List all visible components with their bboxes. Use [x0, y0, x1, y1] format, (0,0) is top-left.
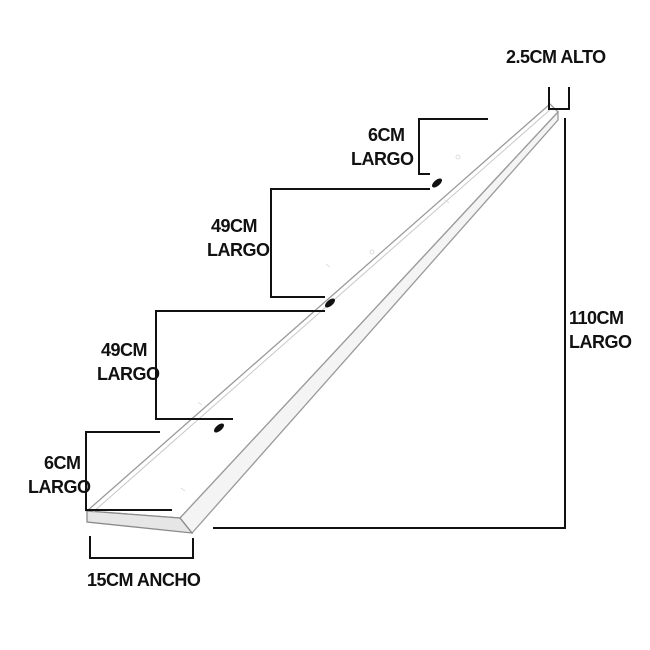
board-end-face: [86, 510, 194, 534]
wooden-board: [85, 103, 559, 535]
upper-middle-bracket: [270, 188, 430, 298]
lower-middle-value: 49CM: [101, 340, 147, 360]
mounting-holes: [214, 178, 442, 433]
total-length-value: 110CM: [569, 308, 624, 328]
board-front-side: [179, 110, 559, 535]
height-bracket: [548, 87, 570, 110]
board-marks: [180, 154, 461, 492]
top-segment-unit: LARGO: [351, 149, 414, 169]
upper-middle-unit: LARGO: [207, 240, 270, 260]
height-label: 2.5CM ALTO: [506, 47, 606, 67]
dimension-labels: 2.5CM ALTO 6CM LARGO 49CM LARGO 49CM LAR…: [28, 47, 632, 590]
width-label: 15CM ANCHO: [87, 570, 201, 590]
lower-middle-unit: LARGO: [97, 364, 160, 384]
upper-middle-value: 49CM: [211, 216, 257, 236]
top-segment-value: 6CM: [368, 125, 405, 145]
bottom-segment-bracket: [85, 431, 172, 511]
width-bracket: [89, 536, 194, 559]
dimension-lines: [85, 87, 570, 559]
lower-middle-bracket: [155, 310, 325, 420]
bottom-segment-unit: LARGO: [28, 477, 91, 497]
hole-icon: [325, 298, 335, 308]
total-length-unit: LARGO: [569, 332, 632, 352]
hole-icon: [214, 423, 224, 433]
top-segment-bracket: [418, 118, 488, 175]
total-length-bracket: [213, 118, 566, 529]
hole-icon: [432, 178, 442, 188]
bottom-segment-value: 6CM: [44, 453, 81, 473]
